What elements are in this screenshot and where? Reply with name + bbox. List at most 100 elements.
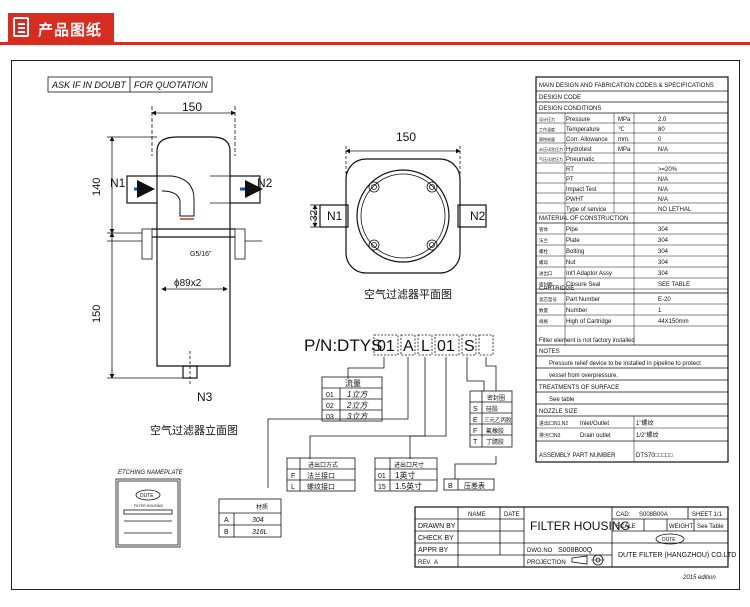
spec-surface-value: See table xyxy=(549,397,575,403)
spec-mat-value: 304 xyxy=(658,227,669,233)
spec-cart-value: 44X150mm xyxy=(658,319,689,325)
elev-height-dim-top: 140 xyxy=(91,178,103,196)
spec-cond-value: NO LETHAL xyxy=(658,207,692,213)
spec-assembly-label: ASSEMBLY PART NUMBER xyxy=(539,453,616,459)
tb-product: FILTER HOUSING xyxy=(530,519,630,533)
elev-width-dim: 150 xyxy=(182,100,202,114)
spec-cond-value: N/A xyxy=(658,147,668,153)
spec-mat-value: SEE TABLE xyxy=(658,282,690,288)
tb-projection: PROJECTION xyxy=(527,560,566,566)
spec-cond-value: 0 xyxy=(658,137,662,143)
tb-appr-by: APPR BY xyxy=(418,547,449,554)
header-rule xyxy=(0,42,750,45)
material-table-header: 材质 xyxy=(256,503,268,511)
flow-cell: 03 xyxy=(326,414,334,421)
spec-cond-label: Impact Test xyxy=(566,187,597,193)
spec-cartridge-note: Filter element is not factory installed xyxy=(539,338,635,344)
spec-mat-value: 304 xyxy=(658,238,669,244)
conn-table-header: 进出口方式 xyxy=(308,461,338,469)
plan-view: 150 32 N1 N2 空气过滤器平面图 xyxy=(309,130,487,301)
spec-nozzle-label: Drain outlet xyxy=(580,433,611,439)
spec-cond-label: RT xyxy=(566,167,574,173)
seal-table-header: 密封圈 xyxy=(487,394,505,402)
pn-code-connection: L xyxy=(421,338,430,355)
nameplate-logo: DUTE xyxy=(140,493,154,499)
spec-mat-value: 304 xyxy=(658,249,669,255)
spec-cart-label: Part Number xyxy=(566,297,600,303)
material-cell: A xyxy=(224,517,229,524)
plan-inlet-label: N1 xyxy=(327,209,343,223)
spec-cart-value: E-20 xyxy=(658,297,671,303)
material-table: 材质 A 304 B 316L xyxy=(218,498,282,538)
seal-cell: S xyxy=(473,406,478,413)
tb-check-by: CHECK BY xyxy=(418,535,454,542)
spec-cond-value: 80 xyxy=(658,127,665,133)
spec-surface-heading: TREATMENTS OF SURFACE xyxy=(539,385,619,391)
spec-assembly-value: DTS70□□□□□ xyxy=(636,453,673,459)
flow-cell: 02 xyxy=(326,403,334,410)
spec-cond-label: Pneumatic xyxy=(566,157,594,163)
drawing-sheet: ASK IF IN DOUBT FOR QUOTATION 150 xyxy=(11,60,740,590)
material-cell: 304 xyxy=(252,517,264,524)
spec-mat-label: Int'l Adaptor Assy xyxy=(566,271,612,277)
pn-code-material: A xyxy=(403,338,414,355)
spec-material-heading: MATERIAL OF CONSTRUCTION xyxy=(539,216,628,222)
tb-company: DUTE FILTER (HANGZHOU) CO.LTD xyxy=(618,552,736,559)
spec-cond-label: PWHT xyxy=(566,197,584,203)
tb-drawn-by: DRAWN BY xyxy=(418,523,456,530)
spec-cart-label: Number xyxy=(566,308,587,314)
tb-dwg-value: S008B00Q xyxy=(558,547,593,554)
spec-mat-label: Pipe xyxy=(566,227,579,233)
spec-design-code: DESIGN CODE xyxy=(539,95,581,101)
part-number: P/N:DTYS 01 A L 01 S xyxy=(267,334,497,488)
flow-cell: 01 xyxy=(326,392,334,399)
spec-mat-label: Closure Seal xyxy=(566,282,600,288)
spec-cond-cn: 水压试验压力 xyxy=(539,146,563,152)
spec-nozzle-cn: 进出口N1,N2 xyxy=(539,420,568,427)
section-title: 产品图纸 xyxy=(38,22,103,39)
title-block: NAME DATE DRAWN BY CHECK BY APPR BY REV.… xyxy=(414,506,736,581)
spec-cond-unit: MPa xyxy=(618,117,631,123)
elev-drain-label: N3 xyxy=(197,390,213,404)
spec-cond-value: >=20% xyxy=(658,167,678,173)
spec-cart-value: 1 xyxy=(658,308,662,314)
tb-scale: SCALE xyxy=(616,524,636,530)
flow-cell: 2立方 xyxy=(346,401,368,410)
plan-caption: 空气过滤器平面图 xyxy=(364,287,452,301)
spec-cond-cn: 工作温度 xyxy=(539,126,555,132)
spec-cart-label: High of Cartridge xyxy=(566,319,612,325)
size-cell: 1.5英寸 xyxy=(395,481,422,491)
spec-cond-label: Type of service xyxy=(566,207,607,213)
projection-symbol xyxy=(571,554,605,566)
conn-cell: L xyxy=(291,484,295,491)
spec-notes-heading: NOTES xyxy=(539,349,560,355)
pn-prefix: P/N:DTYS xyxy=(304,336,382,355)
elev-height-dim-bottom: 150 xyxy=(91,305,103,323)
tb-logo: DUTE xyxy=(662,537,676,543)
spec-cond-value: 2.0 xyxy=(658,117,667,123)
ask-note-b: FOR QUOTATION xyxy=(134,80,208,90)
spec-cond-value: N/A xyxy=(658,197,668,203)
size-table: 进出口尺寸 01 1英寸 15 1.5英寸 xyxy=(374,457,438,492)
spec-cart-cn: 数量 xyxy=(539,307,548,314)
pn-code-seal: S xyxy=(464,338,475,355)
flow-table-header: 流量 xyxy=(345,378,361,388)
spec-cond-value: N/A xyxy=(658,177,668,183)
spec-cond-value: N/A xyxy=(658,187,668,193)
spec-mat-label: Plate xyxy=(566,238,580,244)
flow-cell: 1立方 xyxy=(347,390,368,399)
spec-mat-value: 304 xyxy=(658,271,669,277)
spec-mat-cn: 进出口 xyxy=(539,270,553,277)
nameplate-line: FILTER HOUSING xyxy=(134,504,163,508)
elevation-view: 150 140 150 N1 N2 N3 xyxy=(91,100,273,437)
seal-cell: 丁腈胶 xyxy=(486,438,504,446)
size-cell: 15 xyxy=(378,484,386,491)
tb-cad-value: S008B00A xyxy=(639,512,668,518)
spec-mat-cn: 管体 xyxy=(539,226,548,233)
seal-cell: 硅胶 xyxy=(486,405,498,413)
plan-height-dim: 32 xyxy=(309,209,320,221)
seal-table: 密封圈 S 硅胶 E 三元乙丙胶 F 氟橡胶 T 丁腈胶 xyxy=(469,390,513,448)
plan-outlet-label: N2 xyxy=(470,209,486,223)
spec-cart-cn: 规格 xyxy=(539,318,548,325)
conn-cell: 法兰接口 xyxy=(307,471,335,480)
